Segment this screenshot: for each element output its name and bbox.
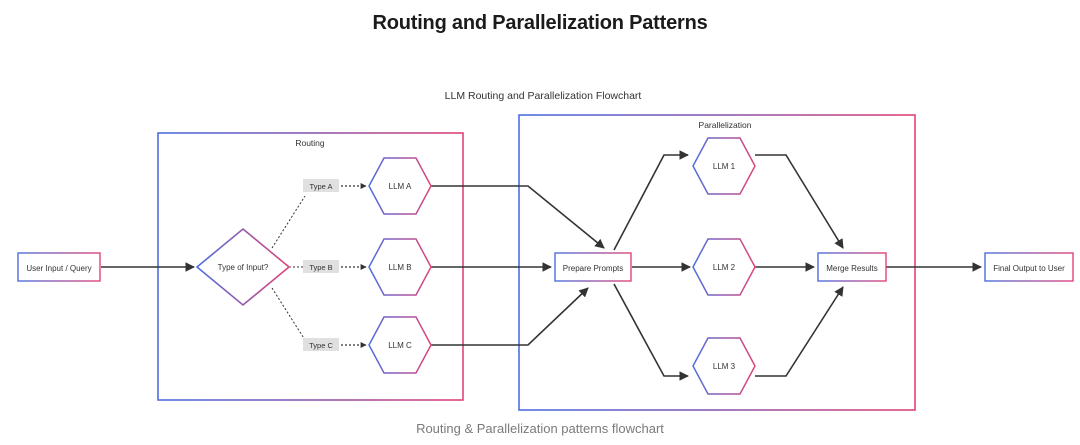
node-llm-a-label: LLM A [389,182,412,191]
chart-subtitle: LLM Routing and Parallelization Flowchar… [445,90,642,102]
edge-label-type-b: Type B [303,260,339,273]
node-prepare-prompts[interactable]: Prepare Prompts [554,252,632,282]
node-prepare-prompts-shape [554,252,632,282]
edge-label-type-b-text: Type B [309,263,332,272]
node-llm-c-shape [368,316,432,374]
node-prepare-prompts-label: Prepare Prompts [563,264,623,273]
edge-label-type-a-text: Type A [310,182,333,191]
edge-prep-to-llm3 [613,283,689,381]
figure-caption: Routing & Parallelization patterns flowc… [416,421,664,436]
cluster-parallelization: Parallelization [518,114,916,411]
edge-label-type-b-bg [303,260,339,273]
edge-label-type-c-text: Type C [309,341,333,350]
edge-label-type-a: Type A [303,179,339,192]
node-llm-2-shape [692,238,756,296]
edge-decide-to-llmc-leg [271,287,306,341]
node-llm-2-label: LLM 2 [713,263,736,272]
node-user-input-label: User Input / Query [26,264,91,273]
node-merge-results[interactable]: Merge Results [817,252,887,282]
node-user-input[interactable]: User Input / Query [17,252,101,282]
node-llm-3-shape [692,337,756,395]
node-llm-b-shape [368,238,432,296]
node-llm-c[interactable]: LLM C [368,316,432,374]
node-merge-results-label: Merge Results [826,264,878,273]
edge-llmc-to-prep [431,287,589,346]
cluster-routing-label: Routing [295,138,325,148]
edge-layer [101,150,982,381]
edge-decide-to-llma-leg [271,195,306,249]
node-final-output[interactable]: Final Output to User [984,252,1074,282]
node-llm-b-label: LLM B [388,263,411,272]
node-llm-1-shape [692,137,756,195]
node-type-of-input-label: Type of Input? [218,263,269,272]
node-llm-c-label: LLM C [388,341,412,350]
edge-llm3-to-merge [755,286,844,377]
edge-label-type-a-bg [303,179,339,192]
node-llm-3[interactable]: LLM 3 [692,337,756,395]
node-llm-a-shape [368,157,432,215]
node-llm-b[interactable]: LLM B [368,238,432,296]
node-llm-1-label: LLM 1 [713,162,736,171]
node-type-of-input[interactable]: Type of Input? [195,227,291,307]
edge-label-layer: Type A Type B Type C [303,179,339,351]
node-user-input-shape [17,252,101,282]
node-llm-a[interactable]: LLM A [368,157,432,215]
node-llm-2[interactable]: LLM 2 [692,238,756,296]
edge-prep-to-llm1 [613,150,689,251]
node-merge-results-shape [817,252,887,282]
edge-llm1-to-merge [755,154,844,249]
node-llm-3-label: LLM 3 [713,362,736,371]
node-type-of-input-shape [195,227,291,307]
edge-llma-to-prep [431,185,605,249]
node-llm-1[interactable]: LLM 1 [692,137,756,195]
cluster-parallelization-label: Parallelization [699,120,752,130]
node-final-output-label: Final Output to User [993,264,1065,273]
edge-label-type-c: Type C [303,338,339,351]
node-final-output-shape [984,252,1074,282]
edge-label-type-c-bg [303,338,339,351]
page-title: Routing and Parallelization Patterns [372,12,708,34]
cluster-parallelization-border [518,114,916,411]
